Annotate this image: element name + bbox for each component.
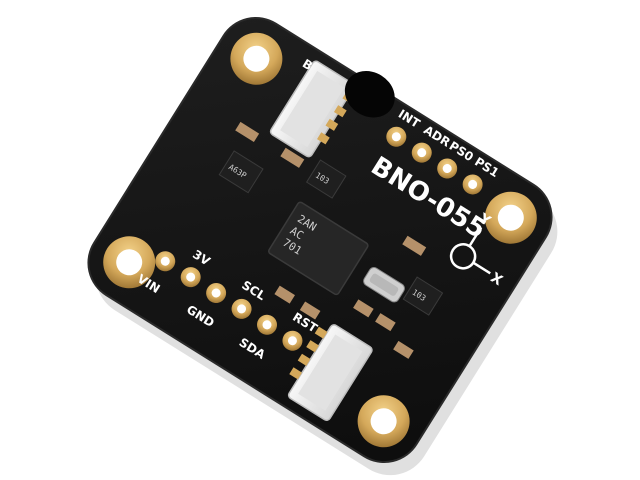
chip-marking-line-2: AC: [288, 224, 306, 242]
imu-chip: 2AN AC 701: [268, 201, 369, 296]
small-ic-right: 103: [402, 276, 444, 316]
capacitor: [353, 299, 374, 318]
pcb-board: 2AN AC 701 103 103 A63P: [87, 16, 553, 464]
mounting-hole-bottom-right: [357, 395, 410, 448]
small-ic-left: A63P: [218, 150, 264, 194]
capacitor: [274, 285, 295, 304]
resistor: [280, 147, 305, 168]
small-ic-top: 103: [305, 159, 347, 199]
resistor: [235, 121, 260, 143]
mounting-hole-top-left: [230, 32, 283, 85]
capacitor: [375, 313, 396, 332]
solder-blob: [344, 71, 395, 118]
capacitor: [299, 301, 321, 320]
mounting-hole-top-right: [484, 191, 537, 244]
resistor: [402, 235, 427, 256]
stemma-connector-right: [287, 324, 373, 422]
mounting-hole-bottom-left: [103, 236, 156, 289]
crystal-oscillator: [363, 267, 405, 303]
capacitor: [393, 340, 414, 359]
